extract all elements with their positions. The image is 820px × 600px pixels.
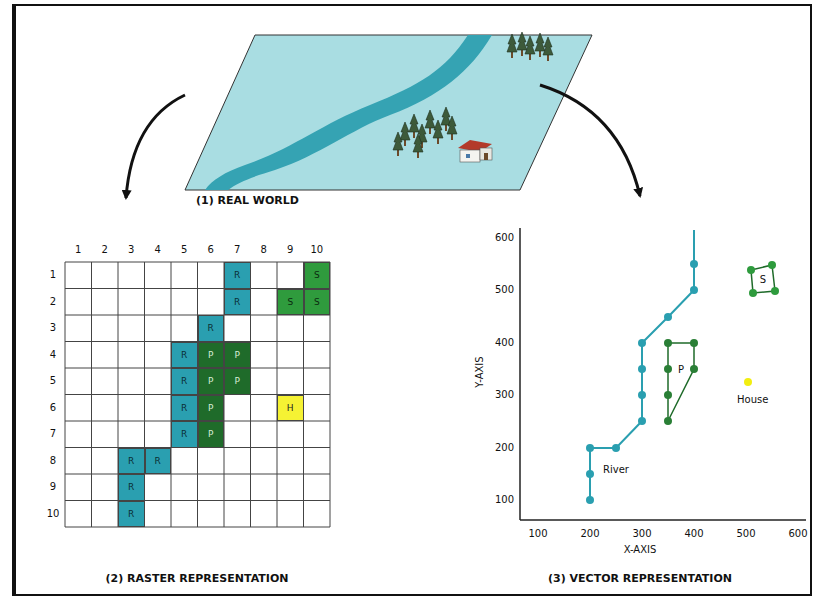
row-number: 6 [50, 403, 56, 413]
tick-label: 100 [528, 529, 547, 539]
axis-title: X-AXIS [624, 545, 657, 555]
raster-cell: P [224, 342, 251, 369]
river-vertices [586, 260, 698, 504]
tick-label: 600 [788, 529, 807, 539]
figure-caption: (1) REAL WORLD [196, 195, 299, 206]
tick-label: 500 [736, 529, 755, 539]
row-number: 1 [50, 270, 56, 280]
raster-cell: R [171, 395, 198, 422]
feature-label: River [603, 465, 629, 475]
vector-chart [520, 228, 806, 520]
raster-cell: H [277, 395, 304, 422]
tick-label: 300 [495, 390, 514, 400]
row-number: 2 [50, 297, 56, 307]
tick-label: 300 [632, 529, 651, 539]
column-number: 7 [234, 245, 240, 255]
column-number: 6 [208, 245, 214, 255]
row-number: 4 [50, 350, 56, 360]
column-number: 3 [128, 245, 134, 255]
figure-caption: (3) VECTOR REPRESENTATION [548, 573, 732, 584]
column-number: 9 [287, 245, 293, 255]
feature-label: House [737, 395, 768, 405]
row-number: 9 [50, 482, 56, 492]
raster-cell: R [118, 501, 145, 528]
frame-edge [12, 5, 16, 595]
tick-label: 200 [495, 443, 514, 453]
raster-cell: R [171, 368, 198, 395]
raster-cell: R [224, 262, 251, 289]
raster-cell: P [198, 342, 225, 369]
raster-cell: R [118, 474, 145, 501]
tick-label: 600 [495, 233, 514, 243]
tick-label: 400 [495, 338, 514, 348]
raster-cell: R [118, 448, 145, 475]
row-number: 10 [47, 509, 60, 519]
row-number: 7 [50, 429, 56, 439]
real-world-illustration [185, 32, 592, 190]
curved-arrow [126, 95, 185, 198]
raster-cell: S [277, 289, 304, 316]
tick-label: 500 [495, 285, 514, 295]
raster-grid [65, 262, 330, 527]
column-number: 10 [310, 245, 323, 255]
raster-cell: R [145, 448, 172, 475]
stand-vertices [747, 261, 779, 297]
row-number: 3 [50, 323, 56, 333]
curved-arrow [540, 85, 640, 196]
axis-title: Y-AXIS [475, 356, 485, 387]
column-number: 1 [75, 245, 81, 255]
raster-cell: P [198, 395, 225, 422]
feature-label: S [760, 275, 766, 285]
column-number: 8 [261, 245, 267, 255]
row-number: 5 [50, 376, 56, 386]
raster-cell: S [304, 262, 331, 289]
forest-polygon [668, 343, 694, 421]
raster-cell: P [198, 368, 225, 395]
column-number: 4 [155, 245, 161, 255]
raster-cell: R [171, 421, 198, 448]
forest-vertices [664, 339, 698, 425]
tick-label: 200 [580, 529, 599, 539]
row-number: 8 [50, 456, 56, 466]
tick-label: 100 [495, 495, 514, 505]
raster-cell: P [224, 368, 251, 395]
feature-label: P [678, 365, 684, 375]
raster-cell: R [198, 315, 225, 342]
raster-cell: S [304, 289, 331, 316]
grid-line [65, 527, 330, 528]
grid-line [65, 474, 330, 475]
raster-cell: R [224, 289, 251, 316]
column-number: 5 [181, 245, 187, 255]
grid-line [65, 500, 330, 501]
frame [13, 5, 811, 595]
house-point [744, 378, 752, 386]
river-line [590, 230, 694, 500]
column-number: 2 [102, 245, 108, 255]
figure-caption: (2) RASTER REPRESENTATION [106, 573, 289, 584]
tick-label: 400 [684, 529, 703, 539]
raster-cell: R [171, 342, 198, 369]
raster-cell: P [198, 421, 225, 448]
